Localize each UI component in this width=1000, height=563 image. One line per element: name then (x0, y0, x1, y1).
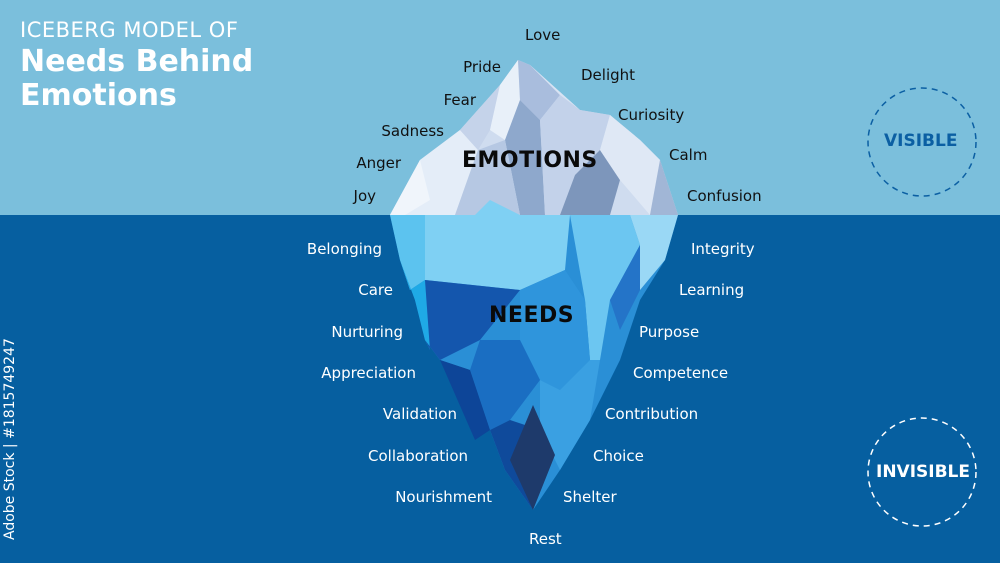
need-right-7: Shelter (563, 488, 617, 506)
title-line-1: ICEBERG MODEL OF (20, 18, 239, 42)
emotion-left-4: Anger (356, 154, 401, 172)
need-bottom: Rest (529, 530, 562, 548)
need-left-3: Nurturing (331, 323, 403, 341)
emotion-right-4: Confusion (687, 187, 762, 205)
iceberg-tip (390, 60, 678, 215)
need-left-2: Care (358, 281, 393, 299)
need-right-1: Integrity (691, 240, 755, 258)
need-right-5: Contribution (605, 405, 699, 423)
need-right-6: Choice (593, 447, 644, 465)
title-line-2: Needs Behind (20, 44, 254, 79)
need-left-1: Belonging (306, 240, 382, 258)
emotion-left-3: Sadness (381, 122, 444, 140)
visible-circle (867, 87, 977, 197)
iceberg-underwater (390, 200, 678, 510)
need-left-7: Nourishment (395, 488, 492, 506)
visible-label: VISIBLE (884, 131, 958, 151)
need-right-4: Competence (633, 364, 729, 382)
emotion-right-2: Curiosity (618, 106, 685, 124)
need-left-6: Collaboration (368, 447, 468, 465)
title-line-3: Emotions (20, 78, 177, 113)
need-left-4: Appreciation (321, 364, 416, 382)
invisible-label: INVISIBLE (876, 462, 971, 482)
needs-label: NEEDS (489, 303, 575, 328)
emotion-right-1: Delight (581, 66, 636, 84)
emotion-left-1: Pride (463, 58, 501, 76)
emotion-left-2: Fear (443, 91, 476, 109)
emotions-label: EMOTIONS (462, 148, 598, 173)
need-right-2: Learning (679, 281, 745, 299)
emotion-left-5: Joy (353, 187, 376, 205)
emotion-top: Love (525, 26, 561, 44)
need-right-3: Purpose (639, 323, 700, 341)
need-left-5: Validation (382, 405, 457, 423)
invisible-circle (867, 417, 977, 527)
watermark-text: Adobe Stock | #1815749247 (2, 338, 18, 540)
emotion-right-3: Calm (669, 146, 708, 164)
